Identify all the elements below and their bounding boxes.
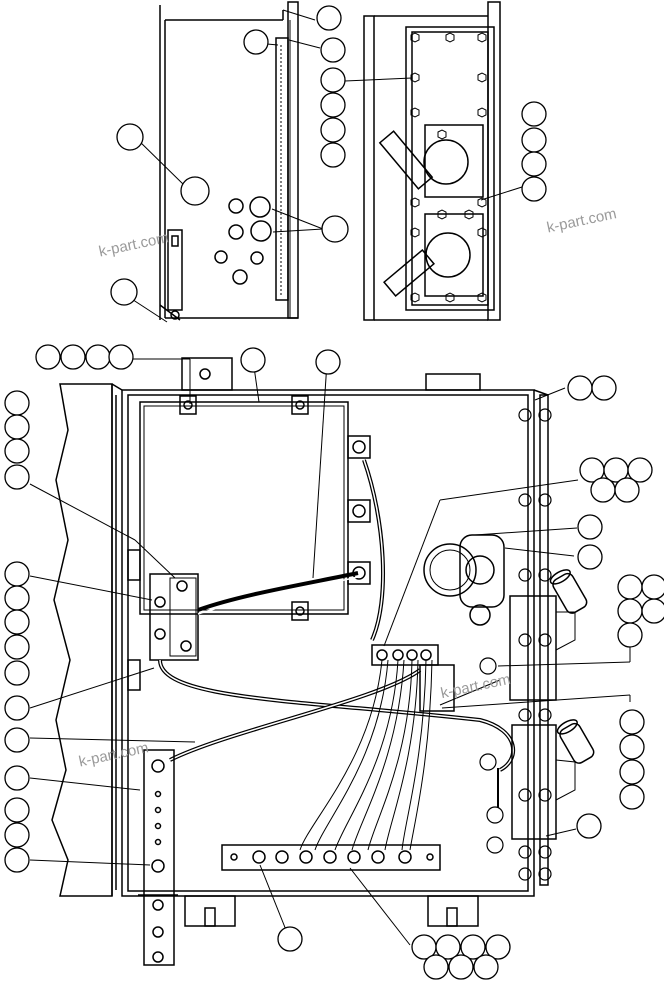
side-view-panel [159,1,299,321]
cover-plate-view [363,1,501,321]
callout-balloons [4,5,664,980]
watermark-text: k-part.com [97,229,170,260]
watermark-text: k-part.com [77,739,150,770]
leader-lines [29,9,631,946]
cabinet-main-view [51,357,595,966]
watermark-text: k-part.com [439,671,512,702]
watermark-text: k-part.com [545,205,618,236]
